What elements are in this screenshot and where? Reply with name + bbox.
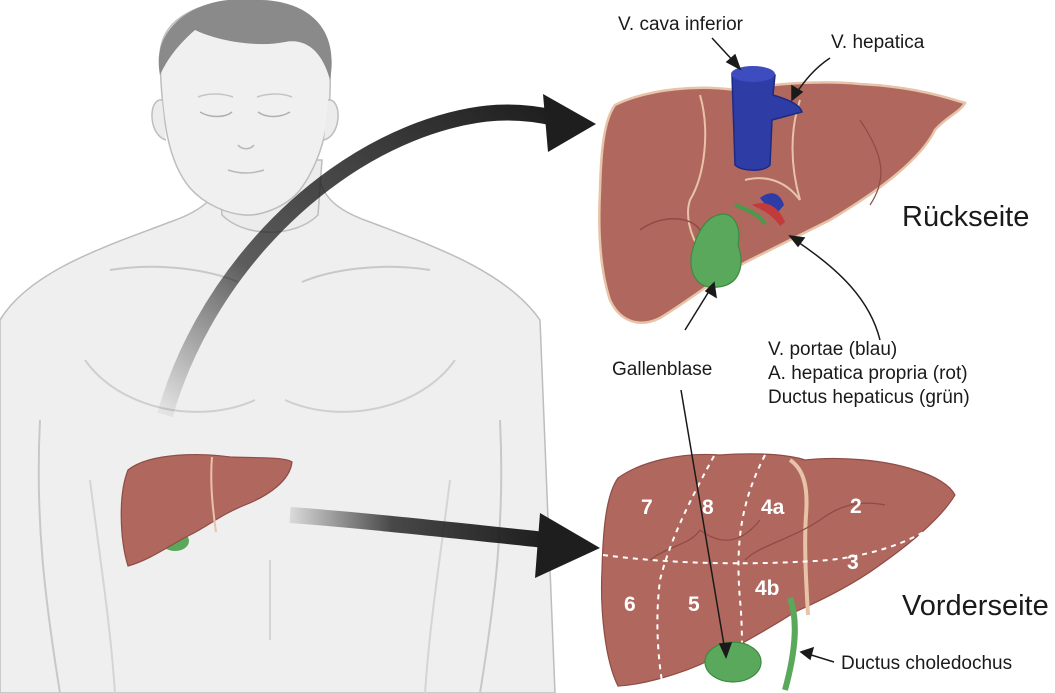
segment-5: 5 bbox=[688, 593, 700, 616]
torso bbox=[0, 170, 555, 693]
label-v-hepatica: V. hepatica bbox=[831, 32, 925, 53]
label-vena-cava: V. cava inferior bbox=[618, 14, 744, 35]
human-figure bbox=[0, 0, 555, 693]
label-ductus-choledochus: Ductus choledochus bbox=[841, 653, 1012, 674]
segment-8: 8 bbox=[702, 496, 714, 519]
label-rueckseite: Rückseite bbox=[902, 201, 1029, 233]
liver-back-view bbox=[599, 66, 965, 323]
liver-front-shape bbox=[602, 454, 955, 686]
gallbladder-front bbox=[705, 642, 761, 682]
label-vorderseite: Vorderseite bbox=[902, 590, 1049, 622]
label-gallenblase: Gallenblase bbox=[612, 359, 712, 380]
segment-2: 2 bbox=[850, 495, 862, 518]
segment-4b: 4b bbox=[755, 577, 780, 600]
segment-4a: 4a bbox=[761, 496, 785, 519]
segment-6: 6 bbox=[624, 593, 636, 616]
label-a-hepatica: A. hepatica propria (rot) bbox=[768, 363, 968, 384]
label-ductus-hepaticus: Ductus hepaticus (grün) bbox=[768, 387, 970, 408]
segment-7: 7 bbox=[641, 496, 653, 519]
segment-3: 3 bbox=[847, 551, 859, 574]
label-v-portae: V. portae (blau) bbox=[768, 339, 897, 360]
